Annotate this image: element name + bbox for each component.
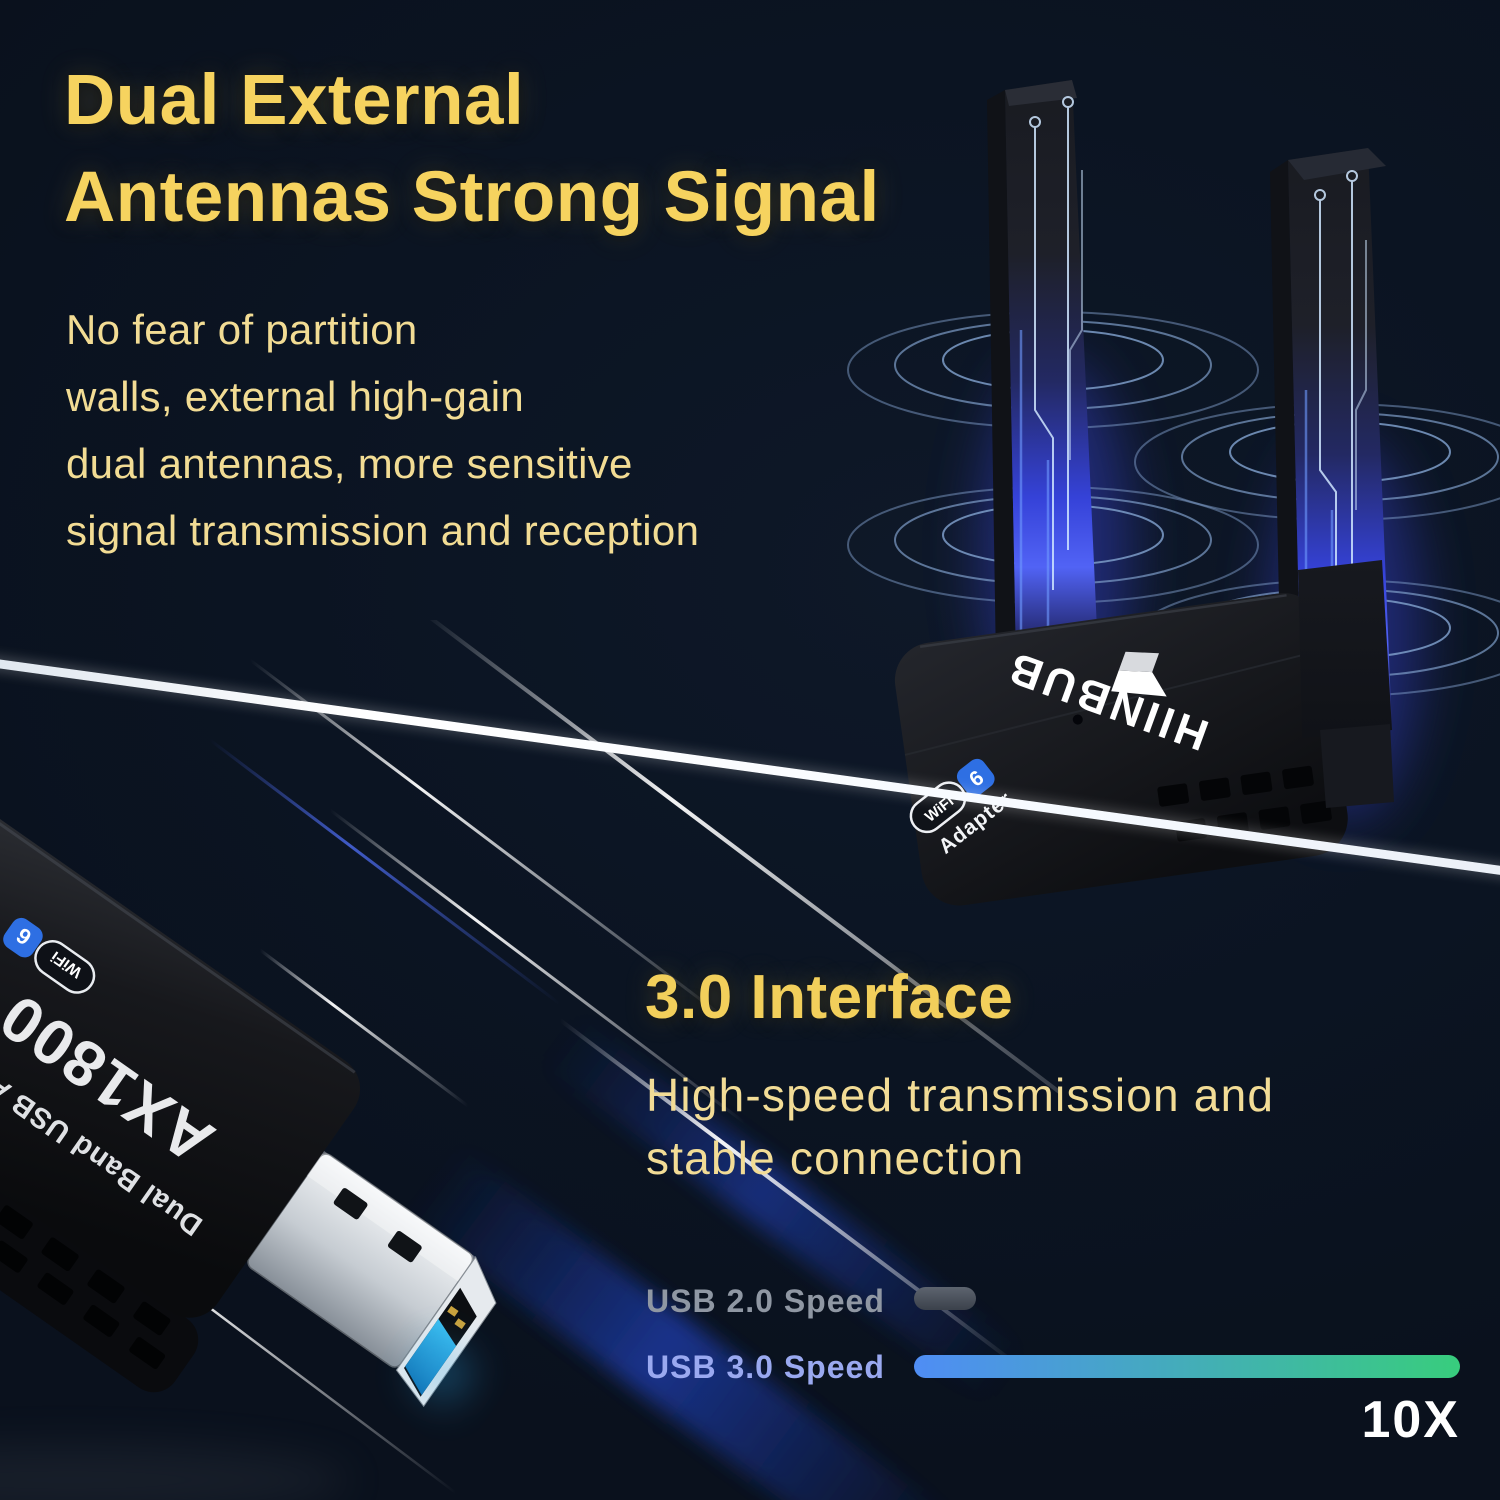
usb2-speed-bar (914, 1287, 976, 1310)
circuit-traces (1314, 170, 1367, 630)
led-hole (1072, 714, 1083, 725)
adapter-body (894, 593, 1348, 906)
antenna-adapter-photo-top: HIINBUB WiFi 6 Adapter (847, 80, 1500, 906)
circuit-traces (1029, 96, 1083, 590)
body-line: dual antennas, more sensitive (66, 440, 633, 487)
main-heading-line2: Antennas Strong Signal (64, 158, 880, 237)
main-body-text: No fear of partition walls, external hig… (66, 296, 699, 564)
wifi6-badge: WiFi 6 (3, 917, 96, 994)
antenna-hinge (1320, 724, 1394, 808)
antenna-right-base (1298, 560, 1392, 738)
usb-shell-hole (333, 1188, 368, 1220)
speed-multiplier: 10X (1361, 1391, 1460, 1449)
usb-adapter-bottom: WiFi 6 AX1800 Dual Band USB Ad (0, 692, 497, 1408)
brand-logo (1111, 651, 1167, 697)
body-line: walls, external high-gain (66, 373, 525, 420)
main-heading-line1: Dual External (64, 61, 525, 140)
body-line: No fear of partition (66, 306, 418, 353)
usb-adapter-photo-bottom: WiFi 6 AX1800 Dual Band USB Ad (0, 620, 1060, 1500)
usb-shell-hole (387, 1230, 422, 1263)
brand-mark-icon (1111, 670, 1167, 697)
section-heading: 3.0 Interface (645, 963, 1014, 1032)
usb-plug (247, 1150, 497, 1408)
usb3-speed-bar (914, 1355, 1460, 1378)
body-line: High-speed transmission and (646, 1069, 1275, 1121)
brand-mark-icon (1118, 651, 1160, 673)
usb3-speed-label: USB 3.0 Speed (646, 1349, 885, 1385)
usb-adapter-top (894, 593, 1348, 906)
body-line: stable connection (646, 1132, 1025, 1184)
adapter-side-face (0, 925, 199, 1393)
usb2-speed-label: USB 2.0 Speed (646, 1283, 885, 1319)
body-line: signal transmission and reception (66, 507, 700, 554)
vent-slots (0, 1205, 171, 1369)
usb-pin (454, 1318, 466, 1330)
usb-pin (447, 1305, 459, 1317)
antenna-left (987, 80, 1098, 664)
section-body-text: High-speed transmission and stable conne… (646, 1064, 1274, 1190)
adapter-reflection (0, 1444, 350, 1500)
adapter-body (0, 692, 361, 1318)
main-heading: Dual External Antennas Strong Signal (64, 52, 880, 246)
